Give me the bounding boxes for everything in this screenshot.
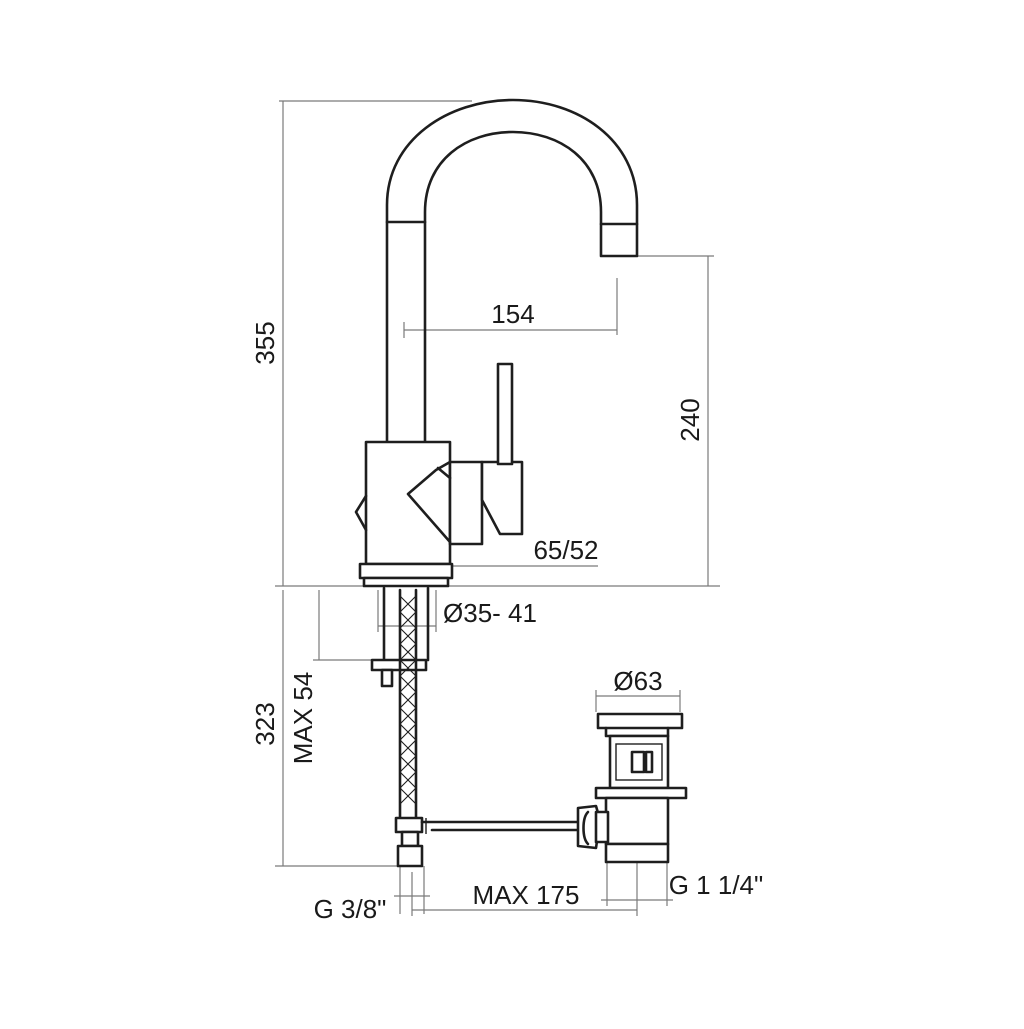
dim-below-counter: 323 <box>250 702 280 745</box>
dimension-labels: 355 154 240 65/52 Ø35- 41 323 MAX 54 Ø63… <box>250 299 763 924</box>
spout-outer <box>385 98 639 446</box>
waste-flange <box>596 712 684 730</box>
faucet <box>354 98 639 588</box>
dim-max-deck: MAX 54 <box>288 672 318 765</box>
lever-handle <box>480 460 524 536</box>
dim-waste-thread: G 1 1/4" <box>669 870 764 900</box>
dim-spout-height: 240 <box>675 398 705 441</box>
under-counter <box>370 586 580 868</box>
dim-hose-connection: G 3/8" <box>314 894 387 924</box>
dim-lever-width: 65/52 <box>533 535 598 565</box>
dim-total-height: 355 <box>250 321 280 364</box>
popup-waste <box>576 712 688 864</box>
dim-waste-diameter: Ø63 <box>613 666 662 696</box>
faucet-body <box>364 440 452 566</box>
dim-pull-rod: MAX 175 <box>473 880 580 910</box>
lever-rod <box>496 362 514 466</box>
lever-hub <box>448 460 484 546</box>
waste-body <box>604 796 670 846</box>
hose-connector <box>396 844 424 868</box>
dim-hole-diameter: Ø35- 41 <box>443 598 537 628</box>
base-plate <box>358 562 454 580</box>
dimension-lines <box>275 100 720 916</box>
dim-spout-reach: 154 <box>491 299 534 329</box>
